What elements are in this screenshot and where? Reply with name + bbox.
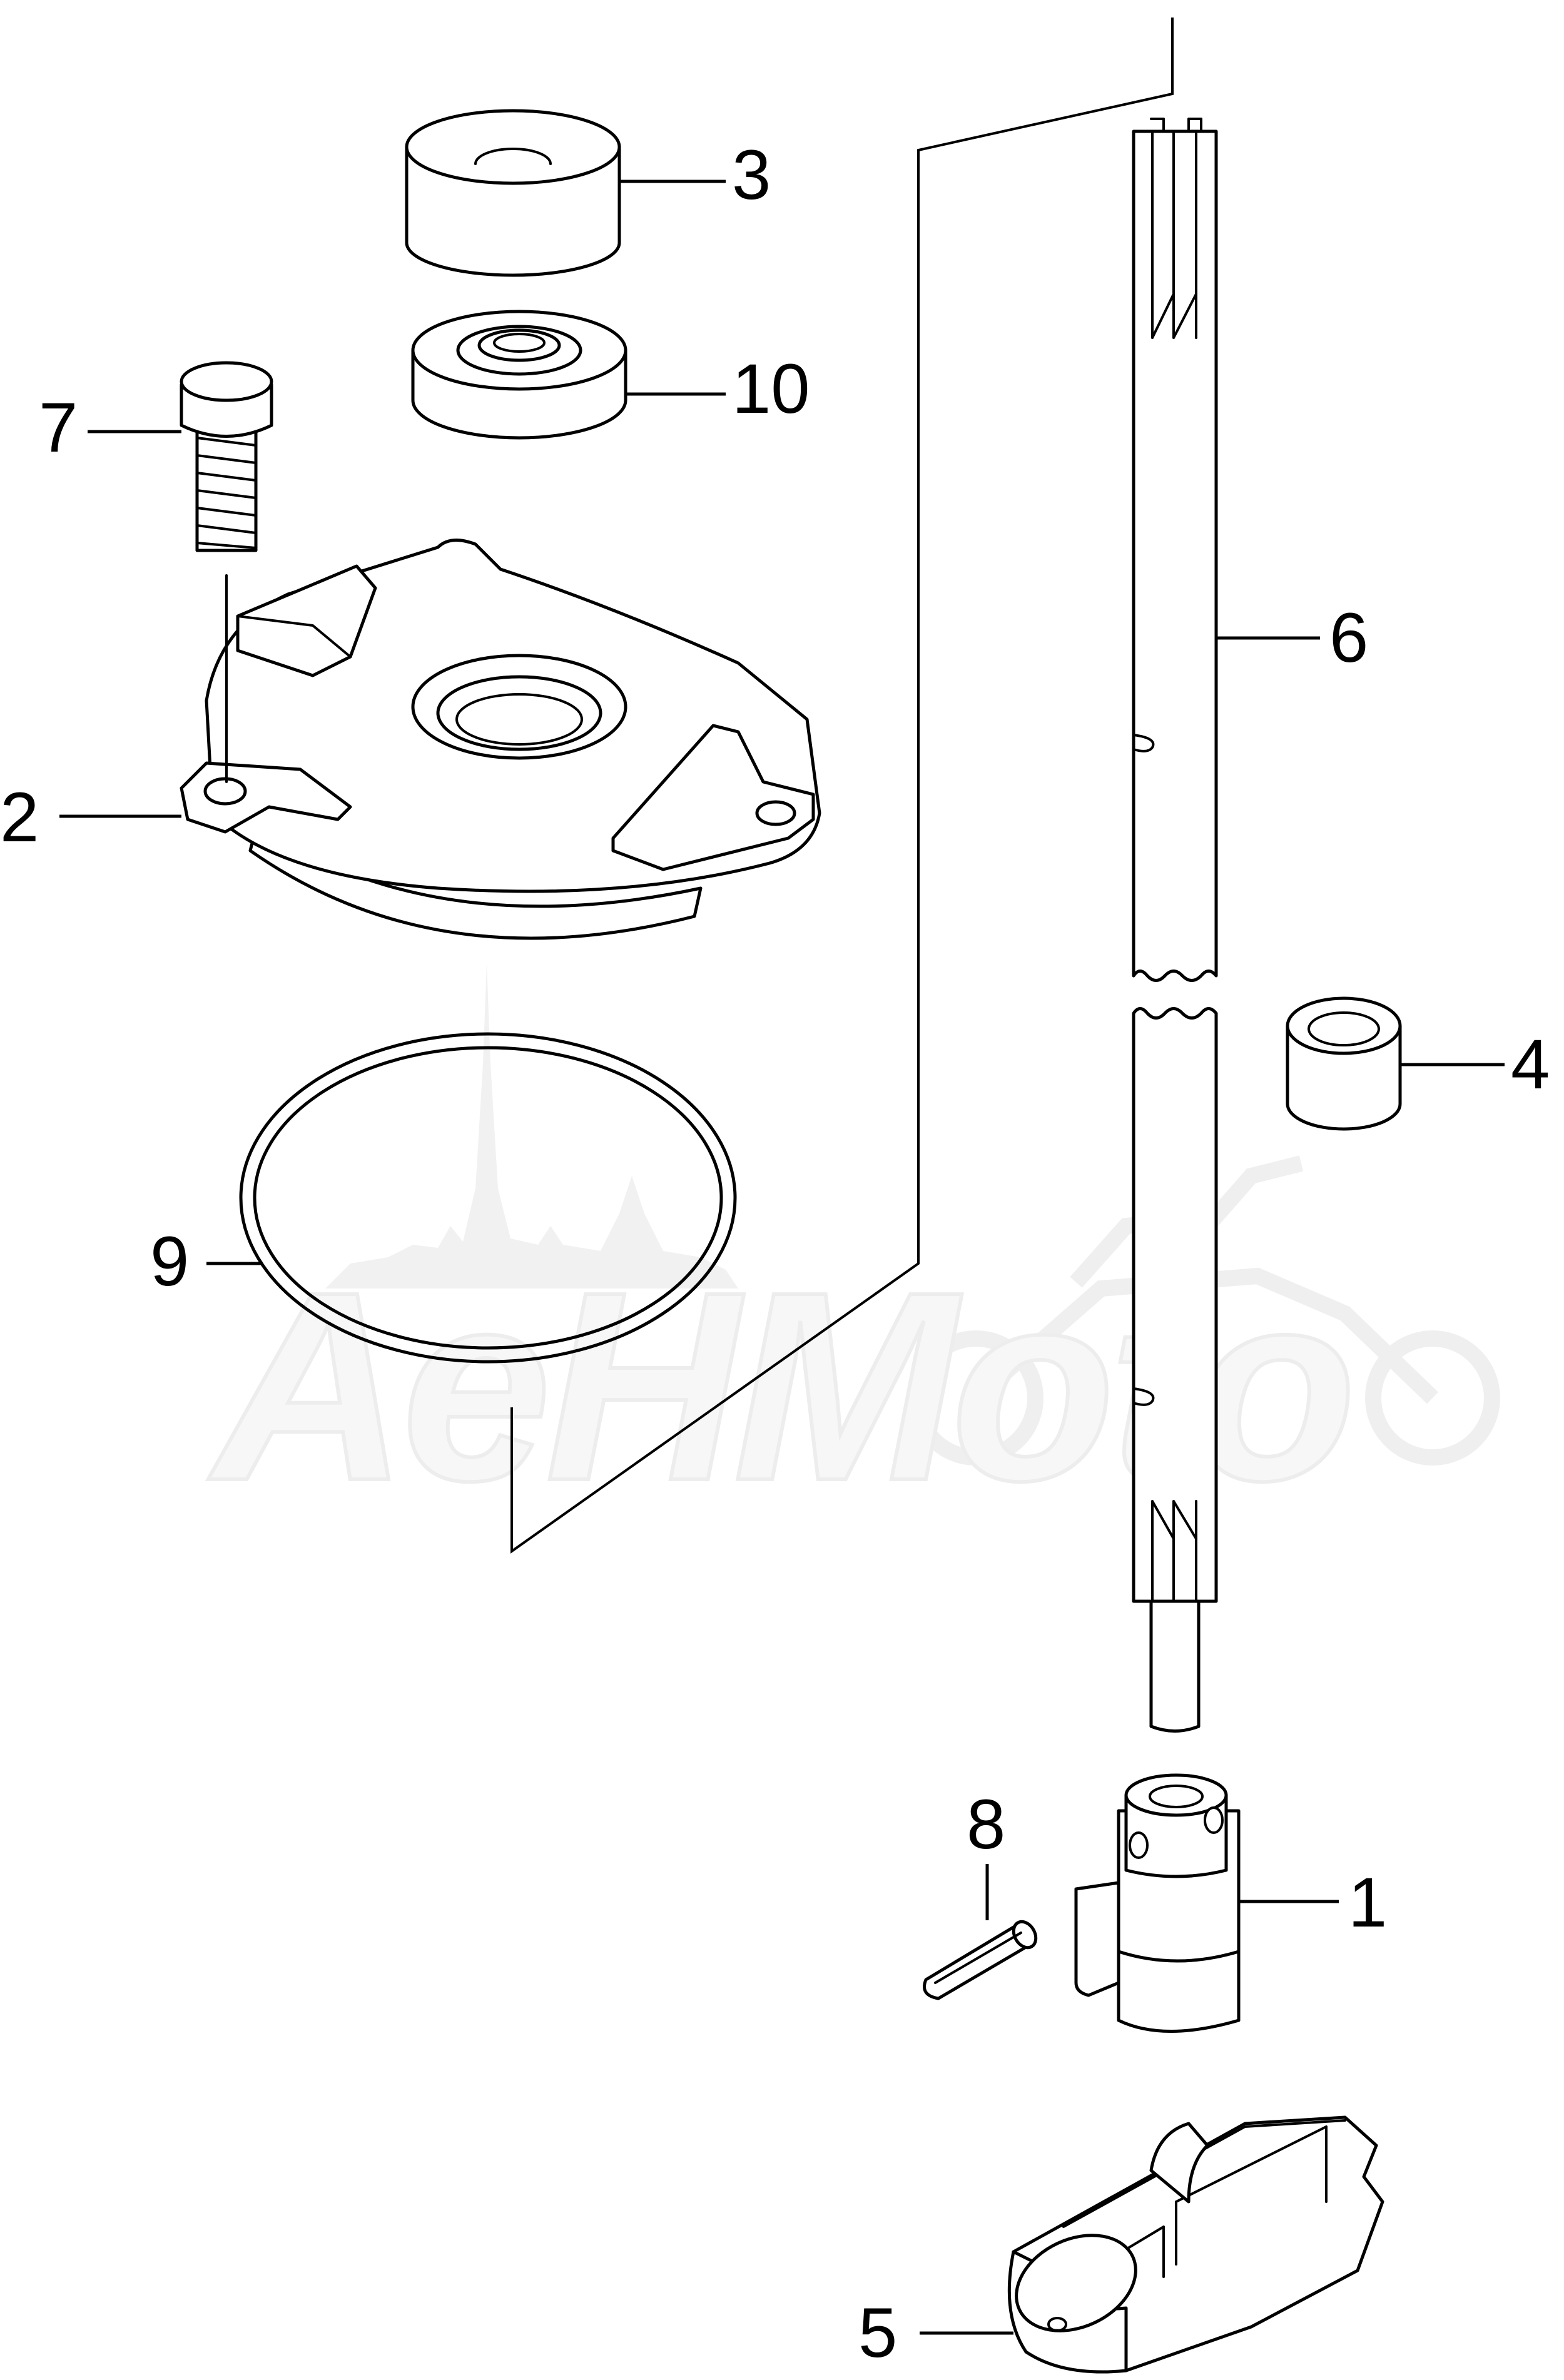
callout-5: 5 bbox=[858, 2294, 897, 2372]
part-8-pin bbox=[923, 1920, 1038, 2000]
watermark-skyline bbox=[325, 963, 738, 1289]
callout-6: 6 bbox=[1329, 599, 1368, 677]
part-1-coupler bbox=[1074, 1773, 1241, 2033]
callout-10: 10 bbox=[732, 350, 810, 428]
callout-9: 9 bbox=[150, 1222, 189, 1300]
callout-7: 7 bbox=[39, 388, 78, 467]
callout-8: 8 bbox=[967, 1785, 1005, 1863]
watermark-motorcycle bbox=[908, 1155, 1500, 1466]
part-5-slider-block bbox=[1007, 2115, 1384, 2374]
callout-4: 4 bbox=[1511, 1025, 1550, 1103]
part-6-shaft bbox=[1132, 118, 1218, 1733]
part-7-bolt bbox=[180, 361, 273, 552]
callout-1: 1 bbox=[1348, 1863, 1387, 1942]
part-10-seal bbox=[411, 310, 627, 440]
part-3-cylinder bbox=[405, 109, 621, 277]
callout-3: 3 bbox=[732, 136, 771, 214]
part-9-o-ring bbox=[239, 1032, 737, 1364]
callout-2: 2 bbox=[0, 778, 39, 856]
part-2-housing-cover bbox=[180, 539, 821, 940]
assembly-bracket-outline bbox=[510, 18, 1174, 1554]
part-4-bushing bbox=[1286, 996, 1402, 1131]
